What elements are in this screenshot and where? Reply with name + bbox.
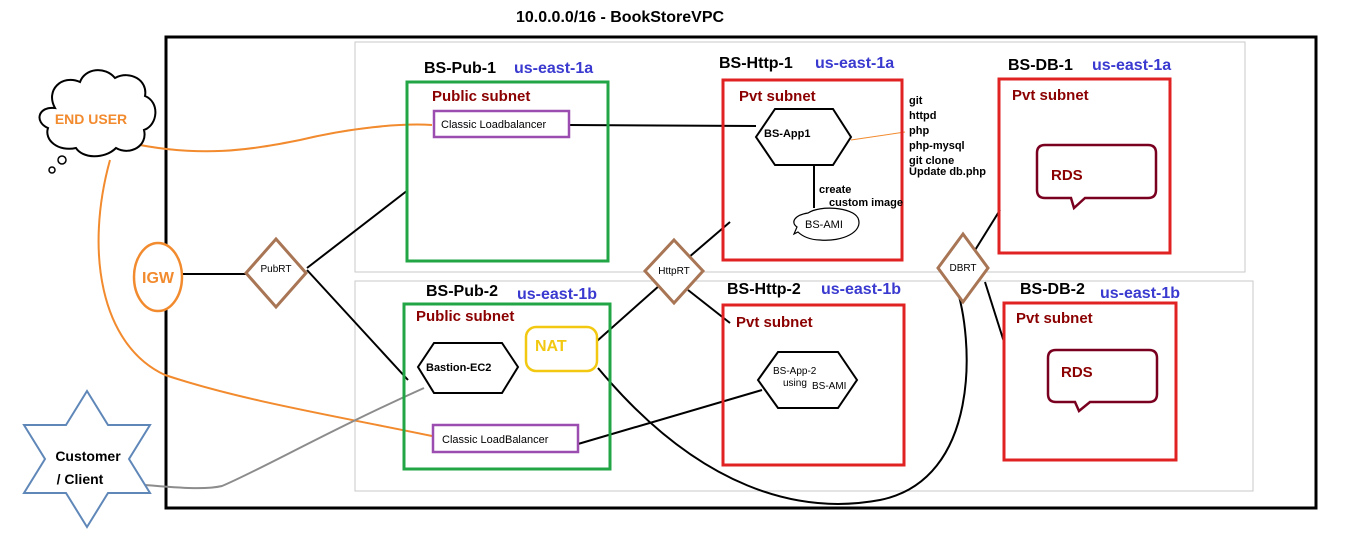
app2-hexagon [756, 351, 859, 409]
pubrt-label: PubRT [261, 264, 292, 275]
httprt-label: HttpRT [658, 266, 690, 277]
pubrt-pub2-line [306, 269, 409, 381]
db1-name: BS-DB-1 [1008, 57, 1073, 74]
clb2-box [431, 423, 580, 454]
pub2-type: Public subnet [416, 308, 514, 325]
clb2-label: Classic LoadBalancer [442, 434, 549, 446]
clb2-app2-line [577, 389, 763, 445]
clb1-box [432, 109, 571, 139]
ami-label: BS-AMI [805, 219, 843, 231]
igw-circle [132, 241, 184, 313]
db2-name: BS-DB-2 [1020, 281, 1085, 298]
enduser-clb1-line [129, 123, 433, 153]
app2-label-line1: BS-App-2 [773, 366, 817, 377]
rds2-callout [1046, 348, 1159, 414]
customer-label-line1: Customer [55, 448, 121, 464]
app1-notes-line [850, 131, 906, 141]
http1-subnet-box [721, 78, 904, 262]
db1-az: us-east-1a [1092, 57, 1171, 74]
setup-step-6: Update db.php [909, 166, 986, 178]
app1-label: BS-App1 [764, 128, 810, 140]
pub1-subnet-box [405, 80, 610, 263]
http2-subnet-box [721, 303, 906, 467]
setup-step-4: php-mysql [909, 140, 965, 152]
end-user-cloud [38, 69, 157, 158]
setup-step-1: git [909, 95, 923, 107]
db2-type: Pvt subnet [1016, 310, 1093, 327]
dbrt-db1-line [971, 209, 1001, 256]
rds2-label: RDS [1061, 364, 1093, 381]
customer-star [22, 389, 152, 529]
create-note-line1: create [819, 184, 851, 196]
customer-label-line2: / Client [57, 471, 104, 487]
bastion-label: Bastion-EC2 [426, 362, 491, 374]
rds1-callout [1035, 143, 1158, 211]
end-user-cloud-bubble-2 [48, 166, 56, 174]
pub1-name: BS-Pub-1 [424, 60, 496, 77]
create-note-line2: custom image [829, 197, 903, 209]
http2-name: BS-Http-2 [727, 281, 801, 298]
rds1-label: RDS [1051, 167, 1083, 184]
setup-step-5: git clone [909, 155, 954, 167]
http1-az: us-east-1a [815, 55, 894, 72]
dbrt-diamond [936, 231, 990, 305]
pubrt-diamond [243, 236, 309, 310]
http1-type: Pvt subnet [739, 88, 816, 105]
end-user-label: END USER [55, 111, 127, 127]
pub2-az: us-east-1b [517, 286, 597, 303]
db2-az: us-east-1b [1100, 285, 1180, 302]
http2-az: us-east-1b [821, 281, 901, 298]
pub2-name: BS-Pub-2 [426, 283, 498, 300]
dbrt-db2-line [984, 281, 1005, 343]
db1-type: Pvt subnet [1012, 87, 1089, 104]
app2-label-line3: BS-AMI [812, 381, 846, 392]
pub2-subnet-box [402, 302, 612, 471]
pub1-az: us-east-1a [514, 60, 593, 77]
nat-label: NAT [535, 338, 567, 355]
ami-callout [792, 207, 860, 241]
bastion-hexagon [416, 342, 520, 394]
nat-httprt-line [596, 284, 661, 342]
igw-label: IGW [142, 270, 175, 287]
pub1-type: Public subnet [432, 88, 530, 105]
vpc-title: 10.0.0.0/16 - BookStoreVPC [516, 9, 725, 26]
http1-name: BS-Http-1 [719, 55, 793, 72]
clb1-app1-line [568, 124, 757, 127]
customer-bastion-line [132, 387, 425, 490]
enduser-clb2-line [97, 159, 433, 437]
az-b-panel [354, 280, 1254, 492]
db2-subnet-box [1002, 301, 1178, 462]
end-user-cloud-bubble-1 [57, 155, 67, 165]
pubrt-pub1-line [306, 189, 409, 269]
db1-subnet-box [997, 77, 1172, 255]
nat-dbrt-curve [597, 282, 968, 505]
http2-type: Pvt subnet [736, 314, 813, 331]
dbrt-label: DBRT [949, 263, 976, 274]
clb1-label: Classic Loadbalancer [441, 119, 547, 131]
app1-hexagon [754, 108, 853, 166]
nat-box [524, 325, 599, 373]
setup-step-2: httpd [909, 110, 936, 122]
app2-label-line2: using [783, 378, 807, 389]
httprt-diamond [642, 237, 706, 306]
az-a-panel [354, 41, 1246, 273]
setup-step-3: php [909, 125, 929, 137]
